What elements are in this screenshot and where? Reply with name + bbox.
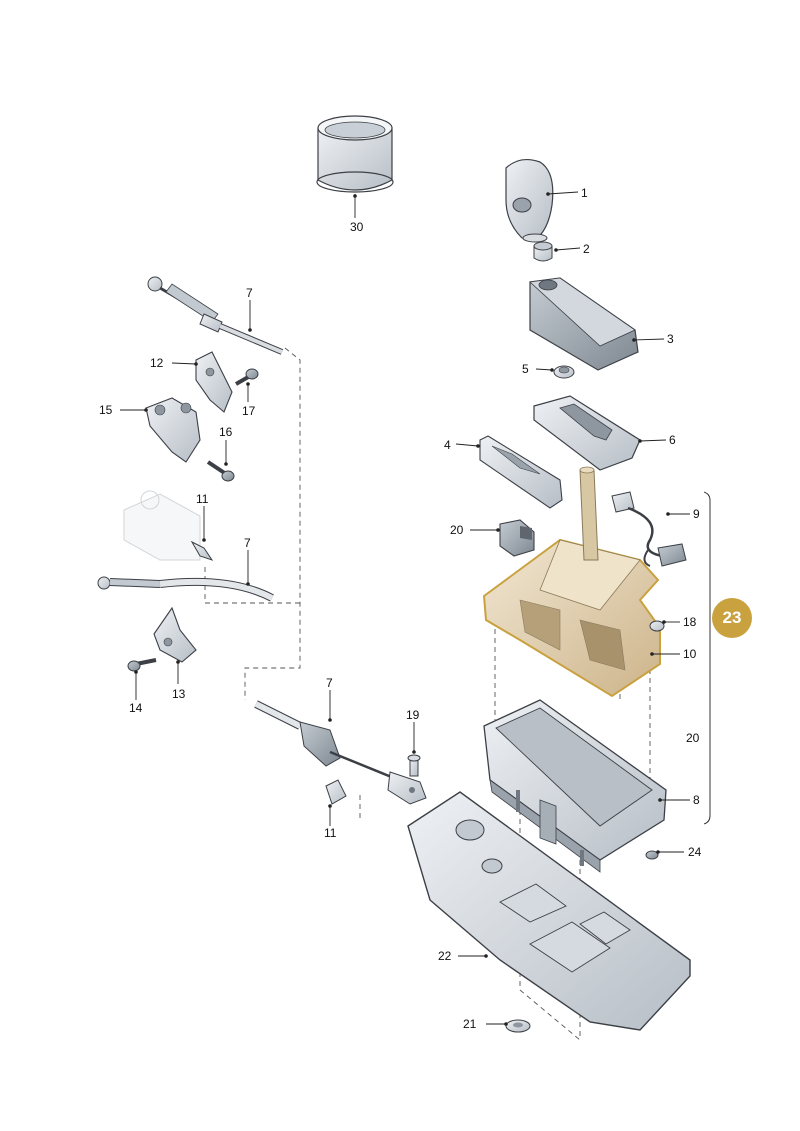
part-24-nut [645,850,659,860]
part-8-housing [483,699,667,873]
part-20-switch [499,519,535,557]
part-3-gaiter [529,277,639,371]
part-15-bracket [145,397,201,463]
callout-7-lower: 7 [326,676,333,690]
leader-lines [120,191,711,1025]
callout-11-upper: 11 [196,492,209,506]
part-17-bolt [235,368,259,386]
callout-9: 9 [693,507,700,521]
callout-24: 24 [688,845,702,859]
callout-20-group: 20 [686,731,700,745]
highlight-badge-23[interactable]: 23 [712,598,752,638]
part-30-sleeve [316,115,394,193]
part-16-bolt [206,460,235,482]
part-12-bracket [195,351,233,413]
part-4-guide [479,435,563,509]
callout-7-upper: 7 [246,286,253,300]
callout-18: 18 [683,615,697,629]
callout-16: 16 [219,425,233,439]
part-13-bracket [153,606,197,663]
callout-8: 8 [693,793,700,807]
part-14-bolt [127,658,157,672]
part-6-gate-plate [533,395,641,471]
part-10-selector-housing [482,466,661,698]
part-7-cable-lower [254,700,427,805]
callout-22: 22 [438,949,452,963]
callout-4: 4 [444,438,451,452]
callout-2: 2 [583,242,590,256]
callout-14: 14 [129,701,143,715]
callout-19: 19 [406,708,420,722]
faded-lever-sketch [123,490,201,561]
part-7-cable-middle [97,576,274,602]
callout-20-switch: 20 [450,523,464,537]
part-7-cable-upper [147,276,284,355]
callout-3: 3 [667,332,674,346]
callout-15: 15 [99,403,113,417]
part-18-nut [649,620,665,632]
callout-11-lower: 11 [324,826,337,840]
callout-1: 1 [581,186,588,200]
callout-13: 13 [172,687,186,701]
callout-12: 12 [150,356,164,370]
callout-10: 10 [683,647,697,661]
callout-30: 30 [350,220,364,234]
part-21-clip [505,1019,531,1033]
part-5-bushing [553,365,575,379]
callout-17: 17 [242,404,256,418]
part-19-pin [407,754,421,777]
callout-21: 21 [463,1017,477,1031]
part-11-clip-lower [325,779,347,805]
part-22-base-plate [407,791,691,1031]
callout-6: 6 [669,433,676,447]
leader-dots [134,192,670,1026]
part-1-shift-knob [505,158,554,243]
part-9-harness [611,491,687,567]
callout-5: 5 [522,362,529,376]
callout-7-middle: 7 [244,536,251,550]
part-11-clip-upper [190,540,214,561]
part-2-collar [533,241,553,262]
